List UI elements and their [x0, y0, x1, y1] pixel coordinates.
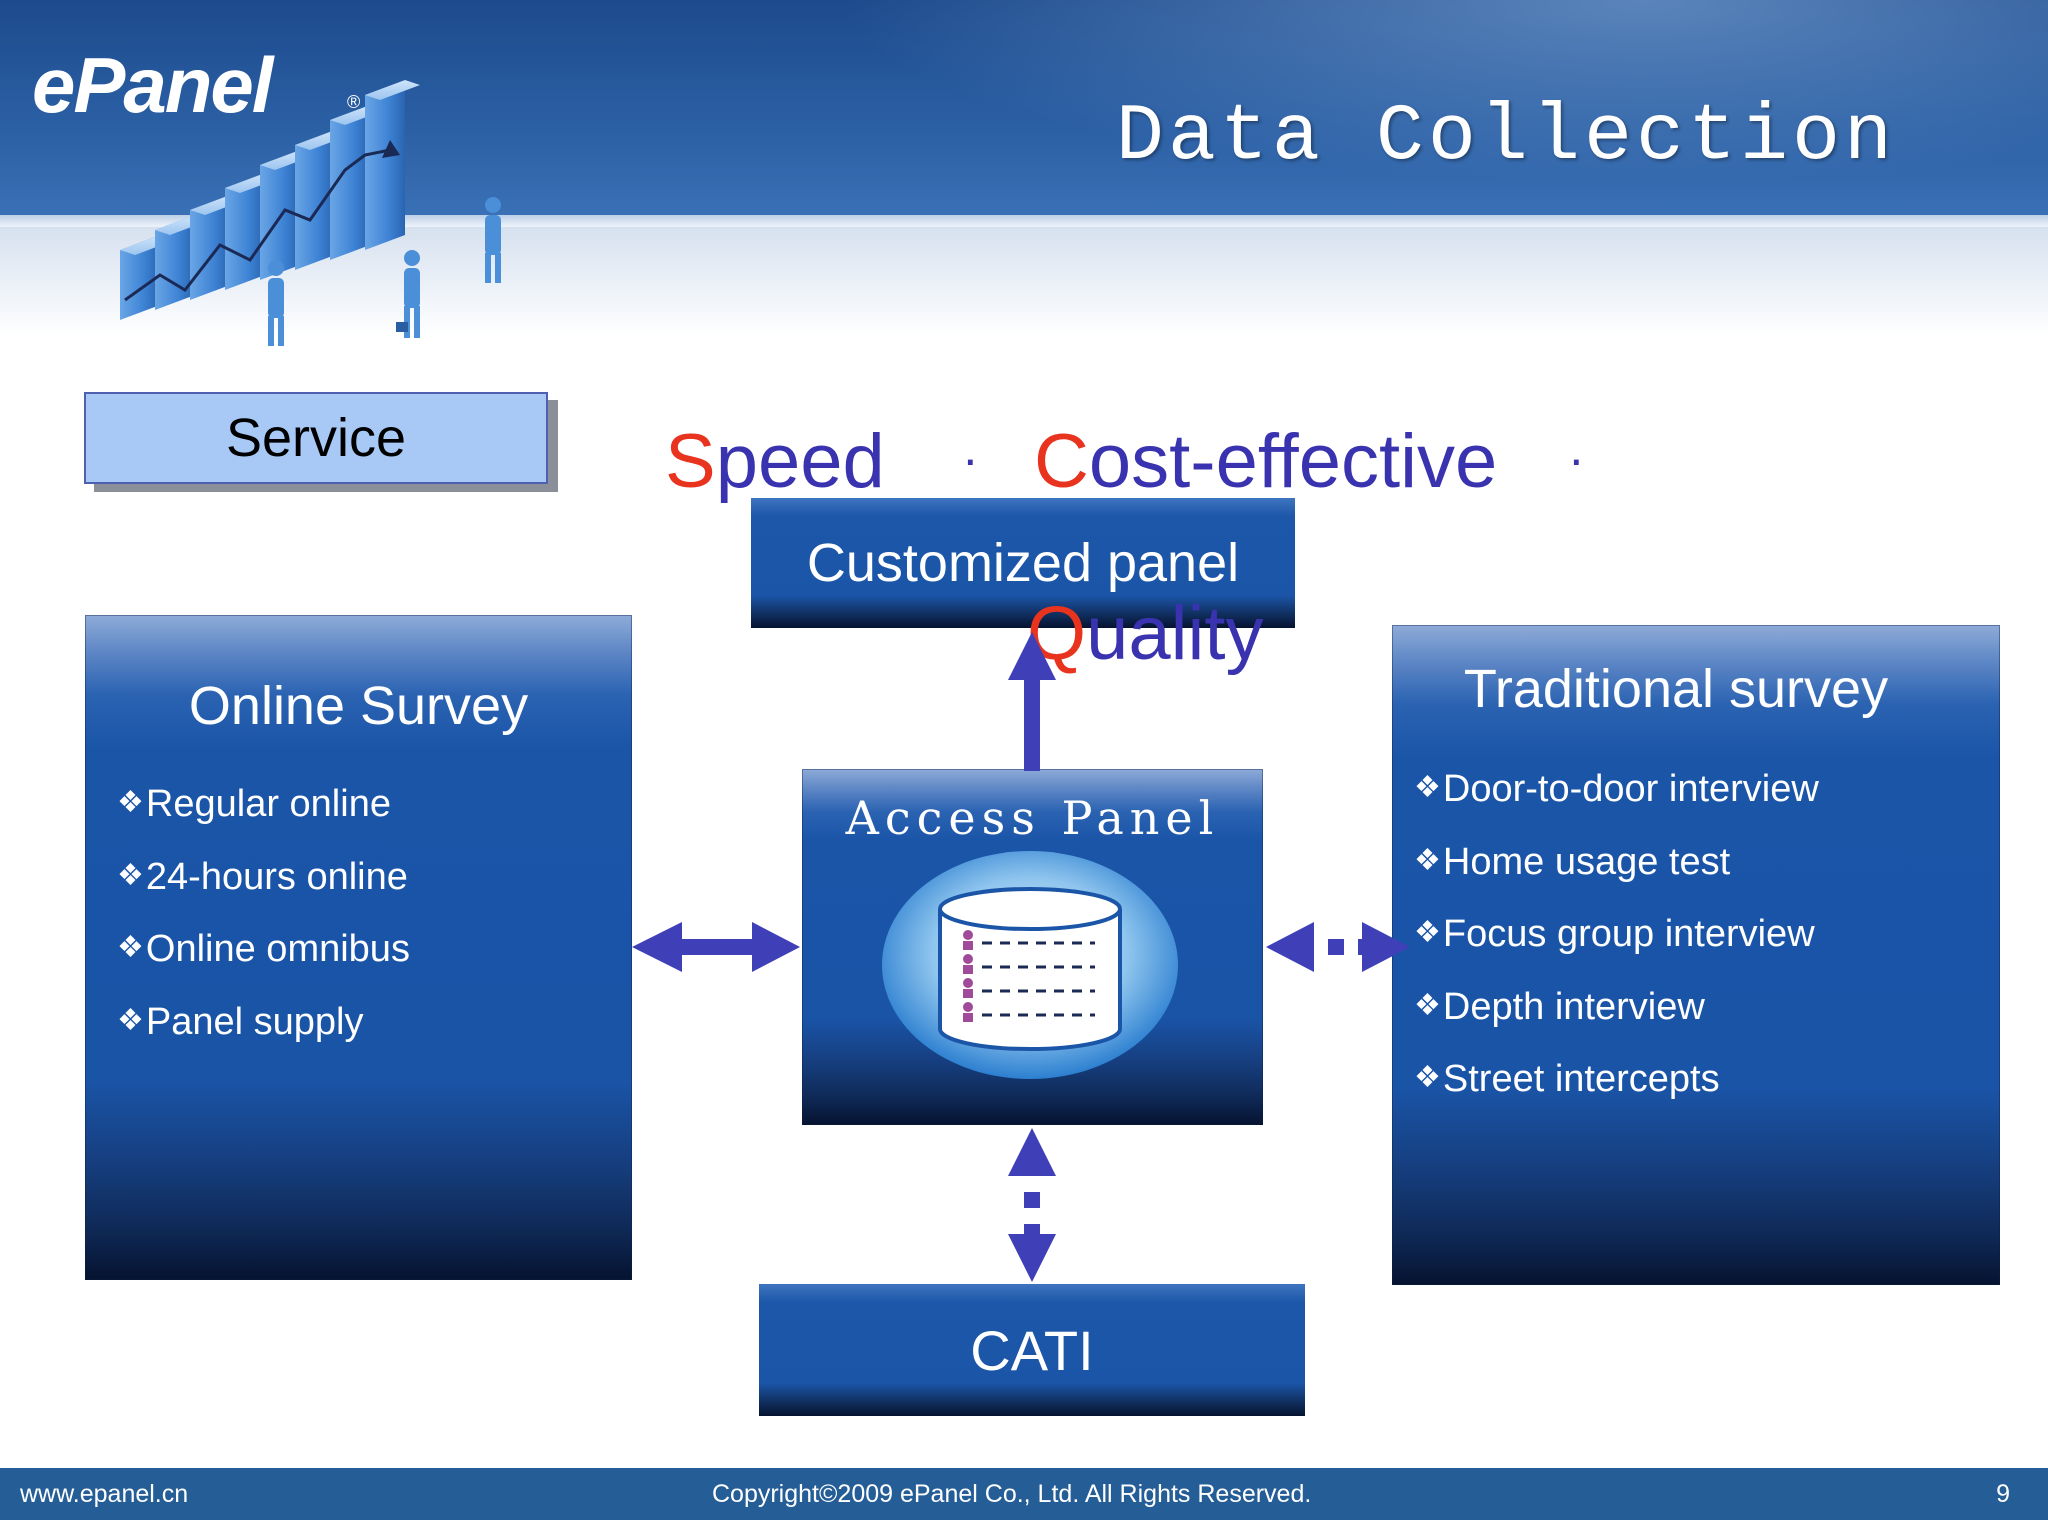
quality-initial: Q: [1027, 591, 1087, 676]
list-item: ❖Regular online: [117, 783, 391, 825]
bullet-icon: ❖: [117, 786, 144, 819]
tagline-dot-1: ·: [962, 431, 979, 487]
bullet-icon: ❖: [1414, 771, 1441, 804]
header-band: [0, 215, 2048, 227]
cost-initial: C: [1034, 419, 1089, 504]
business-figures: [268, 197, 501, 346]
dashed-arrow-access-traditional: [1266, 922, 1410, 972]
tagline-speed: Speed: [665, 418, 885, 505]
online-survey-title: Online Survey: [188, 676, 529, 736]
quality-rest: uality: [1086, 591, 1264, 676]
cati-box: CATI: [759, 1284, 1305, 1416]
trend-arrowhead: [382, 140, 400, 158]
list-item: ❖24-hours online: [117, 855, 408, 898]
tagline-dot-2: ·: [1568, 431, 1585, 487]
tagline-cost: Cost-effective: [1034, 418, 1497, 505]
bullet-icon: ❖: [1414, 916, 1441, 949]
access-panel-title: Access Panel: [845, 791, 1220, 845]
list-item: ❖Street intercepts: [1414, 1058, 1720, 1100]
traditional-survey-panel: Traditional survey ❖Door-to-door intervi…: [1392, 625, 2000, 1285]
footer-website: www.epanel.cn: [20, 1480, 189, 1508]
online-survey-list: ❖Regular online ❖24-hours online ❖Online…: [117, 783, 410, 1073]
footer-page-number: 9: [1996, 1480, 2010, 1508]
online-survey-panel: Online Survey ❖Regular online ❖24-hours …: [85, 615, 632, 1280]
bullet-icon: ❖: [1414, 988, 1441, 1022]
traditional-survey-title: Traditional survey: [1463, 659, 1889, 719]
list-item: ❖Home usage test: [1414, 840, 1731, 883]
customized-panel-box: Customized panel: [751, 498, 1295, 628]
access-panel-box: Access Panel: [802, 769, 1263, 1125]
list-item: ❖Online omnibus: [117, 928, 410, 970]
service-label: Service: [225, 408, 407, 468]
list-item: ❖Depth interview: [1414, 985, 1705, 1028]
customized-panel-label: Customized panel: [806, 533, 1240, 593]
list-item: ❖Panel supply: [117, 1000, 364, 1043]
bullet-icon: ❖: [1414, 843, 1441, 877]
epanel-logo: ePanel: [32, 41, 273, 129]
traditional-survey-list: ❖Door-to-door interview ❖Home usage test…: [1414, 768, 1819, 1131]
slide-footer: www.epanel.cn Copyright©2009 ePanel Co.,…: [0, 1468, 2048, 1520]
slide-title: Data Collection: [1115, 92, 1896, 183]
list-item: ❖Door-to-door interview: [1414, 768, 1819, 810]
trend-line: [124, 148, 391, 302]
database-icon: [882, 851, 1178, 1079]
registered-mark: ®: [347, 92, 361, 112]
speed-initial: S: [665, 419, 716, 504]
speed-rest: peed: [715, 419, 885, 504]
cati-label: CATI: [970, 1318, 1094, 1382]
tagline-quality: Quality: [1027, 590, 1264, 677]
bullet-icon: ❖: [117, 1003, 144, 1037]
bullet-icon: ❖: [117, 858, 144, 892]
bullet-icon: ❖: [117, 931, 144, 964]
growth-chart-illustration: [120, 80, 501, 346]
list-item: ❖Focus group interview: [1414, 913, 1815, 955]
cost-rest: ost-effective: [1088, 419, 1498, 504]
service-label-box: Service: [84, 392, 548, 484]
header-sheen: [700, 0, 2048, 215]
dashed-arrow-access-cati: [1008, 1128, 1056, 1282]
footer-copyright: Copyright©2009 ePanel Co., Ltd. All Righ…: [712, 1480, 1312, 1508]
double-arrow-online-access: [632, 922, 800, 972]
bullet-icon: ❖: [1414, 1061, 1441, 1094]
